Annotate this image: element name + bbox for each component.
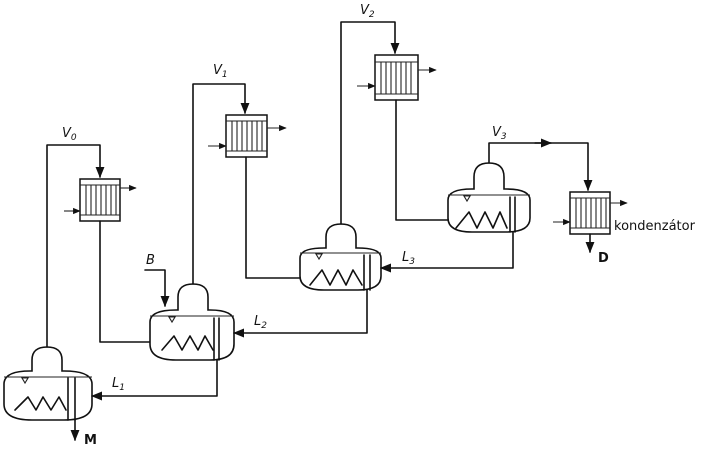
vapor-line-V2 (340, 21, 400, 225)
heat-exchanger-3 (374, 54, 419, 101)
liquid-line-L3 (379, 231, 514, 273)
heat-exchanger-1 (79, 178, 121, 222)
label-L1: L1 (112, 376, 125, 393)
label-M: M (84, 433, 97, 448)
label-V2: V2 (360, 3, 375, 20)
hx3-condensate-line (395, 99, 451, 221)
hx1-condensate-line (99, 220, 153, 343)
label-L2: L2 (254, 314, 267, 331)
label-B: B (146, 253, 155, 268)
vapor-line-V0 (46, 144, 105, 348)
label-condenser: kondenzátor (614, 219, 696, 234)
heat-exchanger-2 (225, 114, 268, 158)
evaporator-1 (3, 346, 93, 421)
evaporator-2 (149, 283, 235, 361)
feed-B-line (144, 269, 170, 308)
label-L3: L3 (402, 250, 415, 267)
label-V1: V1 (213, 63, 228, 80)
label-D: D (598, 251, 609, 266)
label-V3: V3 (492, 125, 507, 142)
liquid-line-L2 (232, 289, 368, 338)
hx2-condensate-line (245, 156, 303, 279)
liquid-line-L1 (90, 359, 218, 401)
condenser (569, 191, 611, 235)
evaporator-4 (447, 162, 531, 233)
label-V0: V0 (62, 126, 77, 143)
vapor-line-V1 (192, 83, 250, 285)
evaporator-3 (299, 223, 382, 291)
